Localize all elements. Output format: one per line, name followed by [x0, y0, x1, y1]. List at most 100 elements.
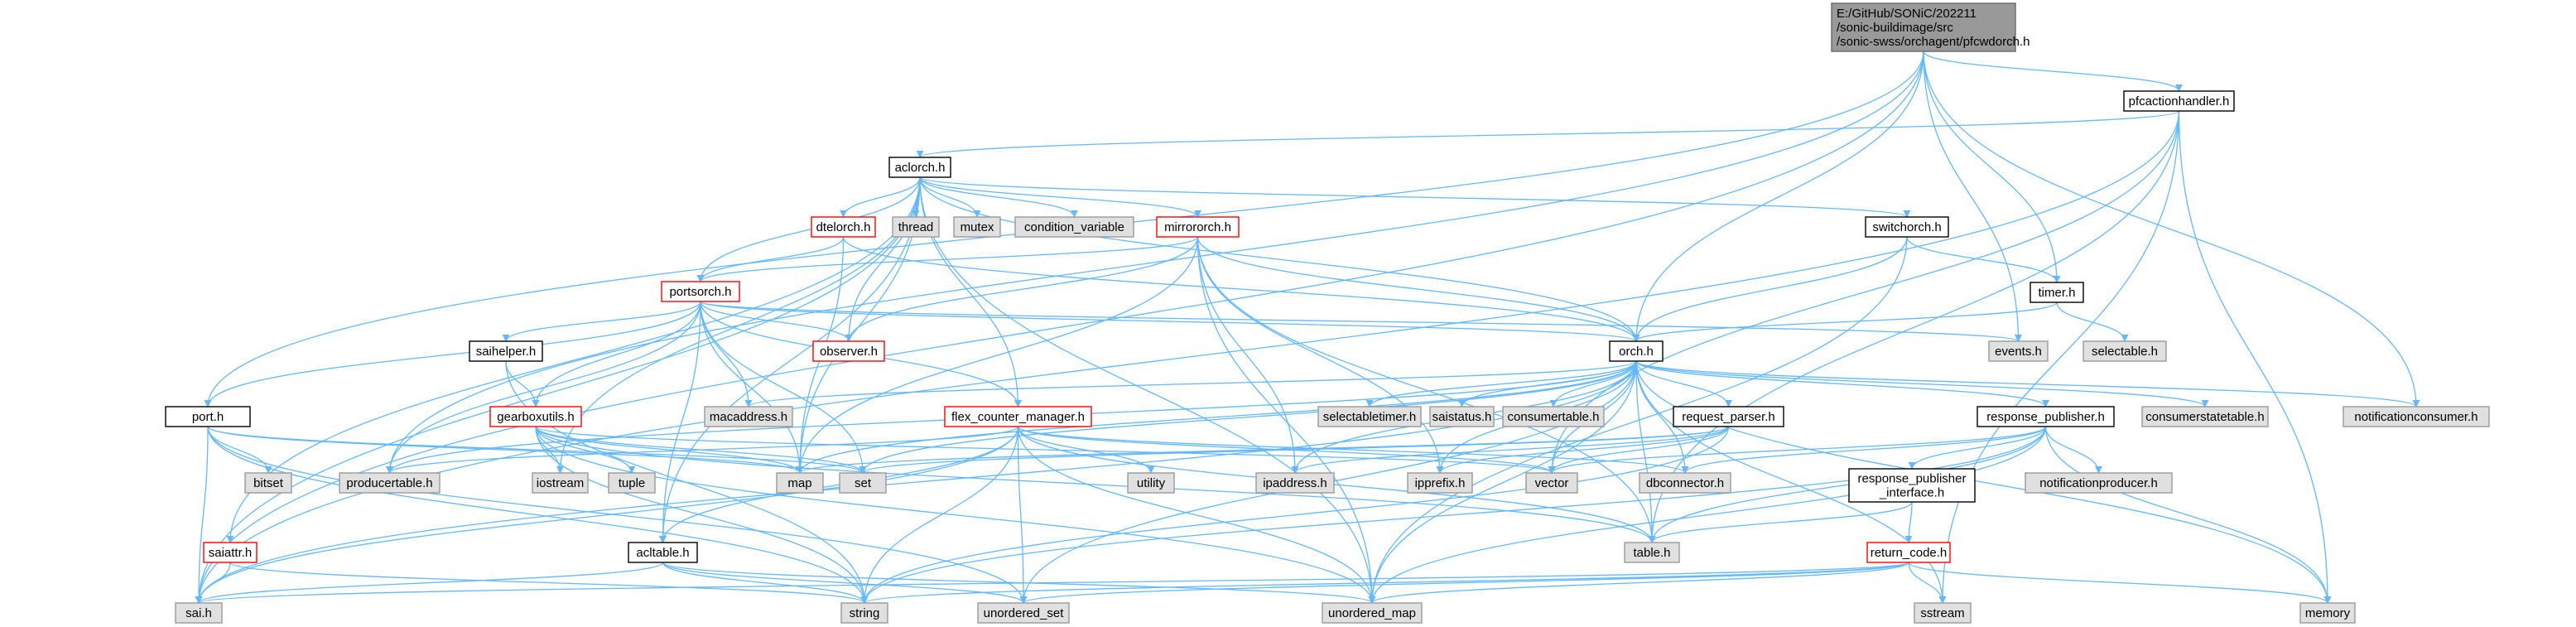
edge-aclorch-to-observer [845, 176, 921, 342]
node-label: /sonic-swss/orchagent/pfcwdorch.h [1837, 35, 2030, 49]
node-mutex: mutex [953, 216, 1001, 238]
node-switchorch[interactable]: switchorch.h [1865, 216, 1949, 238]
node-box [1673, 406, 1784, 427]
node-box [1831, 2, 2016, 52]
node-box [2082, 340, 2167, 362]
edge-portsorch-to-producertable [385, 301, 701, 474]
edge-orch-to-macaddress [744, 360, 1637, 408]
node-box [244, 472, 292, 494]
node-dtelorch[interactable]: dtelorch.h [811, 216, 876, 238]
edge-gearboxutils-to-map [535, 426, 804, 474]
edge-mirrororch-to-table [1197, 236, 1656, 543]
node-memory: memory [2299, 602, 2356, 624]
node-label: macaddress.h [710, 410, 787, 424]
edge-port-to-string [207, 426, 869, 604]
node-request-parser[interactable]: request_parser.h [1673, 406, 1784, 427]
edge-return_code-to-unordered_map [1368, 562, 1909, 604]
node-condition-variable: condition_variable [1014, 216, 1134, 238]
node-label: producertable.h [346, 476, 432, 490]
node-return-code[interactable]: return_code.h [1866, 542, 1951, 563]
node-timer[interactable]: timer.h [2030, 282, 2084, 303]
edge-pfcactionhandler-to-table [1648, 110, 2180, 543]
node-gearboxutils[interactable]: gearboxutils.h [489, 406, 582, 427]
node-unordered-set: unordered_set [977, 602, 1070, 624]
edge-aclorch-to-orch [919, 176, 1640, 342]
node-root[interactable]: E:/GitHub/SONiC/202211/sonic-buildimage/… [1831, 2, 2030, 52]
edge-mirrororch-to-portsorch [696, 236, 1199, 282]
node-events: events.h [1988, 340, 2049, 362]
edge-request_parser-to-string [860, 426, 1730, 604]
node-notificationconsumer: notificationconsumer.h [2342, 406, 2490, 427]
node-portsorch[interactable]: portsorch.h [661, 281, 740, 302]
node-label: dbconnector.h [1646, 476, 1724, 490]
edge-mirrororch-to-unordered_map [1197, 236, 1376, 604]
node-label: portsorch.h [669, 285, 731, 299]
edge-acltable-to-sai [195, 562, 664, 604]
node-selectabletimer: selectabletimer.h [1317, 406, 1422, 427]
node-box [2299, 602, 2356, 624]
node-port[interactable]: port.h [165, 406, 251, 427]
edge-timer-to-selectable [2056, 301, 2129, 342]
node-response-publisher[interactable]: response_publisher.h [1977, 406, 2115, 427]
node-label: vector [1535, 476, 1569, 490]
edge-return_code-to-string [860, 562, 1909, 604]
node-vector: vector [1525, 472, 1578, 494]
edge-orch-to-notificationconsumer [1635, 360, 2420, 408]
node-label: consumertable.h [1508, 410, 1600, 424]
node-label: E:/GitHub/SONiC/202211 [1837, 7, 1977, 21]
node-label: notificationconsumer.h [2354, 410, 2477, 424]
edge-port-to-sai [195, 426, 209, 604]
edge-response_publisher-to-notificationproducer [2044, 426, 2103, 474]
node-label: selectable.h [2092, 345, 2158, 359]
node-box [1014, 216, 1134, 238]
node-acltable[interactable]: acltable.h [628, 542, 698, 563]
edge-flex_counter_manager-to-unordered_set [1017, 426, 1028, 604]
node-label: aclorch.h [895, 161, 946, 175]
node-response-publisher-interface[interactable]: response_publisher_interface.h [1848, 468, 1976, 503]
node-label: tuple [619, 476, 646, 490]
edge-flex_counter_manager-to-dbconnector [1017, 426, 1689, 474]
node-mirrororch[interactable]: mirrororch.h [1156, 216, 1240, 238]
node-label: sai.h [185, 606, 212, 620]
node-box [489, 406, 582, 427]
edge-acltable-to-unordered_map [662, 562, 1376, 604]
node-flex-counter-manager[interactable]: flex_counter_manager.h [944, 406, 1092, 427]
node-box [165, 406, 251, 427]
edge-root-to-events [1923, 51, 2023, 342]
edge-orch-to-memory [1635, 360, 2332, 604]
edge-aclorch-to-acltable [658, 176, 921, 543]
node-box [339, 472, 441, 494]
edge-portsorch-to-gearboxutils [532, 301, 701, 408]
edge-port-to-map [207, 426, 804, 474]
node-box [811, 216, 876, 238]
node-observer[interactable]: observer.h [812, 340, 885, 362]
node-aclorch[interactable]: aclorch.h [888, 157, 951, 178]
node-box [1865, 216, 1949, 238]
node-box [839, 472, 887, 494]
node-orch[interactable]: orch.h [1609, 340, 1664, 362]
dependency-nodes: E:/GitHub/SONiC/202211/sonic-buildimage/… [165, 2, 2490, 624]
edge-flex_counter_manager-to-sai [195, 426, 1019, 604]
node-label: selectabletimer.h [1323, 410, 1417, 424]
node-label: dtelorch.h [816, 220, 871, 234]
node-iostream: iostream [532, 472, 589, 494]
node-label: condition_variable [1024, 220, 1124, 234]
edge-aclorch-to-portsorch [696, 176, 921, 282]
node-box [2030, 282, 2084, 303]
edge-mirrororch-to-map [796, 236, 1199, 474]
edge-saiattr-to-string [229, 562, 869, 604]
edge-aclorch-to-mirrororch [919, 176, 1201, 218]
node-box [1255, 472, 1335, 494]
node-pfcactionhandler[interactable]: pfcactionhandler.h [2123, 90, 2235, 112]
node-saiattr[interactable]: saiattr.h [203, 542, 258, 563]
node-box [1977, 406, 2115, 427]
edge-response_publisher-to-unordered_map [1368, 426, 2047, 604]
edge-portsorch-to-acltable [658, 301, 701, 543]
node-saihelper[interactable]: saihelper.h [469, 340, 543, 362]
node-box [2025, 472, 2173, 494]
edge-flex_counter_manager-to-table [1017, 426, 1656, 543]
node-consumerstatetable: consumerstatetable.h [2141, 406, 2269, 427]
edge-aclorch-to-dtelorch [839, 176, 921, 218]
node-sstream: sstream [1914, 602, 1972, 624]
